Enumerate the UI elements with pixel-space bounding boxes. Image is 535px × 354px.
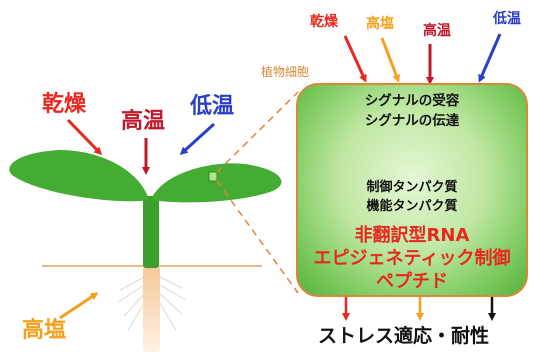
drought-arrow bbox=[66, 118, 103, 156]
cell-low-temp-arrow bbox=[478, 33, 502, 83]
plant-cell-label: 植物細胞 bbox=[261, 65, 310, 79]
low-temp-arrow bbox=[179, 122, 216, 156]
signal-reception-text: シグナルの受容 bbox=[364, 93, 460, 109]
right-leaf bbox=[151, 163, 282, 203]
high-salt-arrow bbox=[59, 292, 99, 320]
plant-high-temp-label: 高温 bbox=[121, 109, 166, 134]
functional-protein-text: 機能タンパク質 bbox=[366, 199, 458, 214]
cell-high-salt-arrow bbox=[380, 37, 400, 83]
plant-stem bbox=[143, 196, 159, 268]
plant-high-salt-label: 高塩 bbox=[22, 318, 67, 343]
plant-drought-label: 乾燥 bbox=[42, 92, 87, 117]
cell-drought-arrow bbox=[343, 35, 367, 83]
regulatory-protein-text: 制御タンパク質 bbox=[366, 180, 458, 195]
signal-transduction-text: シグナルの伝達 bbox=[364, 113, 460, 129]
main-root bbox=[143, 266, 160, 352]
peptide-text: ペプチド bbox=[376, 271, 448, 292]
cell-high-temp-label: 高温 bbox=[423, 23, 451, 39]
stress-adaptation-text: ストレス適応・耐性 bbox=[318, 325, 490, 347]
cell-low-temp-label: 低温 bbox=[493, 11, 521, 27]
zoom-line-top bbox=[216, 91, 299, 173]
noncoding-rna-text: 非翻訳型RNA bbox=[354, 225, 470, 246]
cell-marker bbox=[208, 171, 218, 182]
epigenetic-control-text: エピジェネティック制御 bbox=[313, 248, 511, 269]
plant-cell-box bbox=[296, 83, 528, 297]
cell-high-salt-label: 高塩 bbox=[366, 16, 394, 32]
plant-low-temp-label: 低温 bbox=[190, 94, 235, 119]
left-leaf bbox=[9, 150, 150, 202]
cell-drought-label: 乾燥 bbox=[310, 14, 338, 30]
